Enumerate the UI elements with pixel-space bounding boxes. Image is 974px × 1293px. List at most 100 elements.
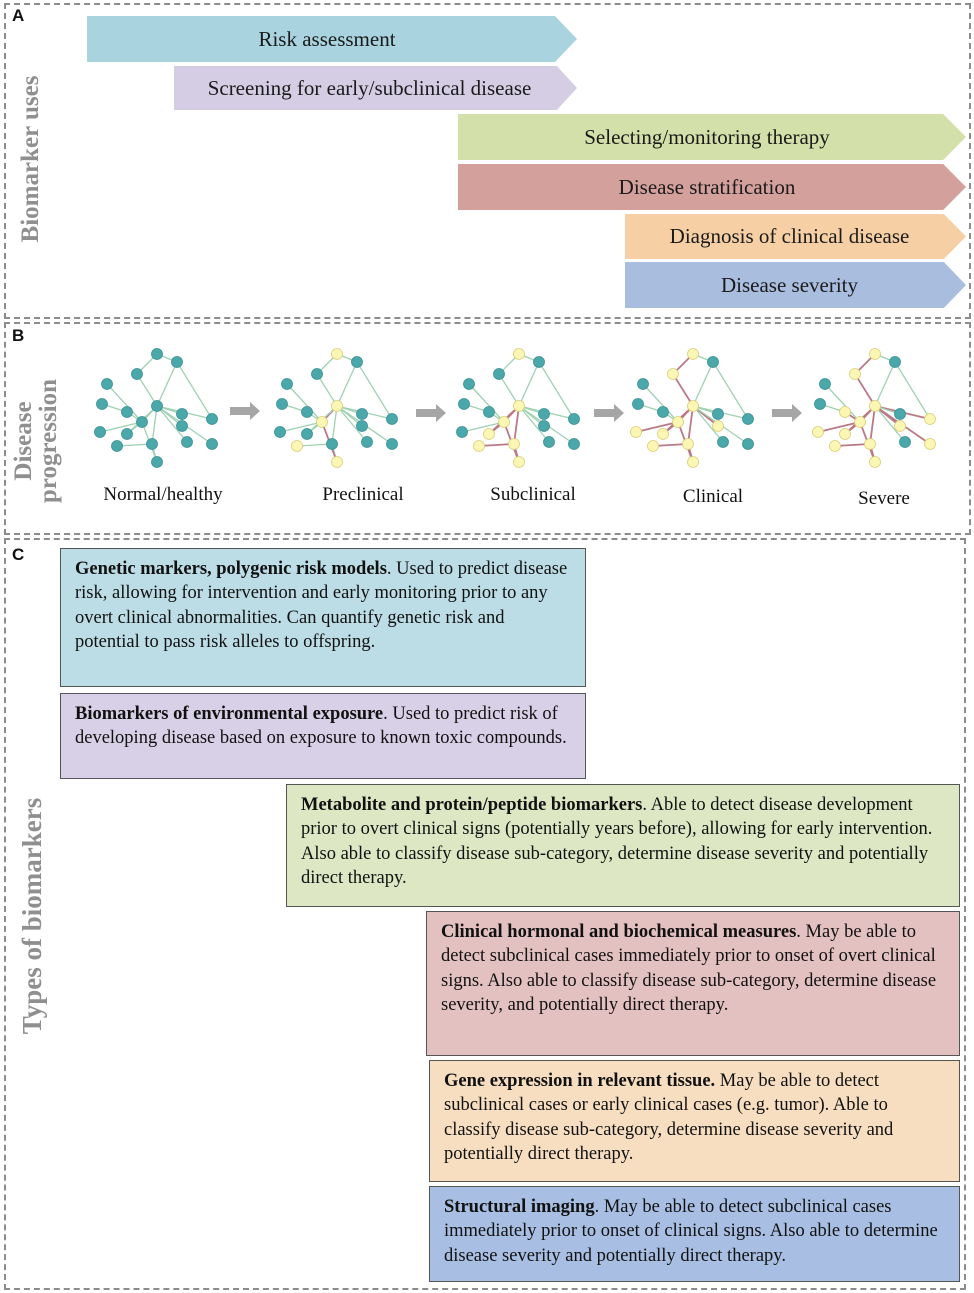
stage-label-clinical: Clinical: [682, 486, 744, 507]
affected-node: [849, 368, 861, 380]
network-edge: [672, 373, 694, 407]
use-label: Disease severity: [720, 272, 859, 297]
healthy-node: [176, 408, 188, 420]
affected-node: [712, 420, 724, 432]
affected-node: [864, 438, 876, 450]
biomarker-type-title: Clinical hormonal and biochemical measur…: [441, 922, 797, 942]
healthy-node: [386, 438, 398, 450]
healthy-node: [712, 408, 724, 420]
healthy-node: [814, 398, 826, 410]
affected-node: [647, 440, 659, 452]
biomarker-type-gene-expression: Gene expression in relevant tissue. May …: [429, 1060, 960, 1182]
network-edge: [513, 405, 520, 445]
healthy-node: [206, 413, 218, 425]
biomarker-type-clinical-hormonal: Clinical hormonal and biochemical measur…: [426, 911, 960, 1056]
panel-c: [4, 538, 966, 1290]
network-edge: [498, 373, 520, 407]
network-edge: [538, 361, 575, 420]
affected-node: [316, 416, 328, 428]
healthy-node: [151, 348, 163, 360]
stage-label-subclinical: Subclinical: [490, 484, 576, 505]
biomarker-type-title: Biomarkers of environmental exposure: [75, 704, 384, 724]
use-label: Risk assessment: [258, 26, 396, 51]
affected-node: [869, 348, 881, 360]
network-edge: [874, 361, 896, 407]
healthy-node: [543, 436, 555, 448]
healthy-node: [456, 426, 468, 438]
affected-node: [894, 420, 906, 432]
healthy-node: [742, 438, 754, 450]
biomarker-type-title: Structural imaging: [444, 1197, 595, 1217]
healthy-node: [386, 413, 398, 425]
biomarker-type-description: . Used to predict disease risk, allowing…: [75, 559, 568, 652]
healthy-node: [96, 398, 108, 410]
healthy-node: [463, 378, 475, 390]
network-preclinical: [274, 348, 398, 468]
use-arrow-severity: Disease severity: [625, 262, 966, 308]
biomarker-type-description: . Used to predict risk of developing dis…: [75, 704, 567, 749]
affected-node: [513, 348, 525, 360]
network-edge: [518, 361, 540, 407]
healthy-node: [146, 438, 158, 450]
affected-node: [667, 368, 679, 380]
network-edge: [874, 405, 906, 443]
affected-node: [657, 428, 669, 440]
healthy-node: [281, 378, 293, 390]
network-edge: [136, 373, 158, 407]
healthy-node: [707, 356, 719, 368]
affected-node: [687, 348, 699, 360]
affected-node: [331, 400, 343, 412]
panel-a-letter: A: [12, 6, 25, 25]
healthy-node: [458, 398, 470, 410]
affected-node: [829, 440, 841, 452]
panel-b-letter: B: [12, 326, 25, 345]
network-edge: [336, 405, 368, 443]
affected-node: [473, 440, 485, 452]
network-edge: [99, 421, 143, 433]
biomarker-type-genetic: Genetic markers, polygenic risk models. …: [60, 548, 586, 687]
network-edge: [824, 383, 861, 423]
affected-node: [839, 428, 851, 440]
network-edge: [869, 405, 876, 445]
healthy-node: [894, 408, 906, 420]
use-label: Screening for early/subclinical disease: [207, 75, 532, 100]
healthy-node: [151, 456, 163, 468]
healthy-node: [657, 406, 669, 418]
healthy-node: [889, 356, 901, 368]
healthy-node: [538, 408, 550, 420]
stage-label-preclinical: Preclinical: [322, 484, 404, 505]
use-arrow-stratification: Disease stratification: [458, 164, 966, 210]
healthy-node: [301, 428, 313, 440]
affected-node: [513, 456, 525, 468]
network-edge: [642, 383, 679, 423]
biomarker-type-environmental: Biomarkers of environmental exposure. Us…: [60, 693, 586, 779]
network-subclinical: [456, 348, 580, 468]
healthy-node: [326, 438, 338, 450]
healthy-node: [121, 428, 133, 440]
affected-node: [924, 438, 936, 450]
healthy-node: [311, 368, 323, 380]
network-edge: [894, 361, 931, 420]
healthy-node: [301, 406, 313, 418]
panel-a: [4, 3, 971, 319]
affected-node: [869, 456, 881, 468]
healthy-node: [356, 408, 368, 420]
healthy-node: [483, 406, 495, 418]
biomarker-type-title: Metabolite and protein/peptide biomarker…: [301, 795, 643, 815]
healthy-node: [206, 438, 218, 450]
panel-a-vertical-label: Biomarker uses: [17, 75, 44, 243]
panel-b-vertical-label-line2: progression: [35, 378, 62, 504]
healthy-node: [176, 420, 188, 432]
network-edge: [518, 405, 550, 443]
affected-node: [687, 400, 699, 412]
affected-node: [672, 416, 684, 428]
network-edge: [151, 405, 158, 445]
healthy-node: [171, 356, 183, 368]
healthy-node: [717, 436, 729, 448]
biomarker-type-description: . May be able to detect subclinical case…: [441, 922, 937, 1015]
affected-node: [854, 416, 866, 428]
network-edge: [331, 405, 338, 445]
use-arrow-therapy: Selecting/monitoring therapy: [458, 114, 966, 160]
progression-arrow-2: [416, 404, 446, 422]
network-edge: [712, 361, 749, 420]
